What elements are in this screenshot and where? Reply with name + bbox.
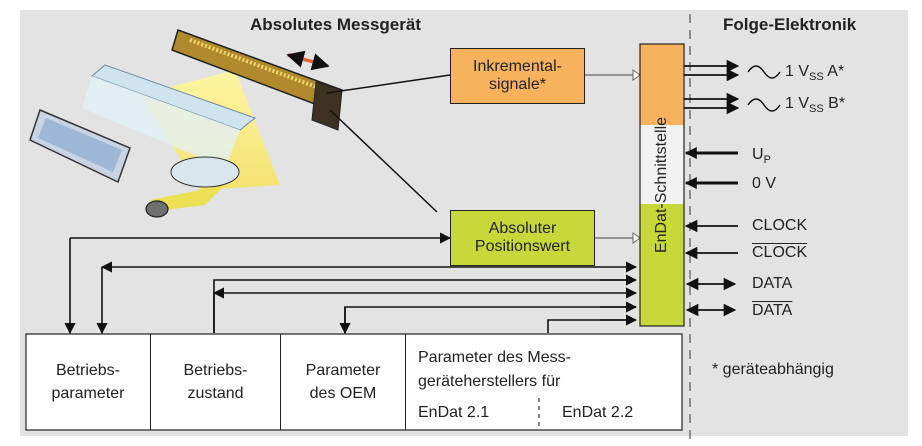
box-to-interface-arrows [585,69,641,244]
signal-0v-label: 0 V [752,175,777,192]
signal-clock-label: CLOCK [752,217,808,234]
measuring-device-illustration [29,29,343,218]
signal-up-label: UP [752,146,771,167]
cell-hersteller-title: Parameter des Mess- geräteherstellers fü… [418,349,571,390]
incremental-line1: Inkremental- [473,57,562,75]
signal-data-label: DATA [752,275,793,292]
cell-betriebsparameter: Betriebs- parameter [26,334,151,430]
cell-oem: Parameter des OEM [281,334,406,430]
absolute-position-box: Absoluter Positionswert [450,210,595,266]
absolute-line2: Positionswert [474,238,571,255]
cell-betriebszustand: Betriebs- zustand [151,334,281,430]
signal-data-inverted-label: DATA [752,302,793,319]
cell-endat21: EnDat 2.1 [418,404,490,421]
sine-wave-icon [747,65,781,79]
interface-bar [639,43,685,327]
absolute-line1: Absoluter [488,219,557,237]
bus-lines [64,232,638,335]
header-absolute-device: Absolutes Messgerät [250,15,421,34]
signal-b-label: 1 VSS B* [785,95,846,116]
cell-endat22: EnDat 2.2 [562,404,634,421]
incremental-line2: signale* [489,76,546,93]
interface-orange-section [640,44,684,125]
footnote: * geräteabhängig [712,361,834,378]
signal-a-label: 1 VSS A* [785,63,845,84]
interface-green-section [640,204,684,326]
header-follow-electronics: Folge-Elektronik [723,15,857,34]
endat-interface-label: EnDat-Schnittstelle [653,116,670,254]
interface-white-section [640,125,684,204]
signal-arrows [684,59,740,317]
signal-clock-inverted-label: CLOCK [752,244,808,261]
parameter-table [25,333,683,431]
sine-wave-icon [747,98,781,112]
incremental-signals-box: Inkremental- signale* [450,48,585,104]
